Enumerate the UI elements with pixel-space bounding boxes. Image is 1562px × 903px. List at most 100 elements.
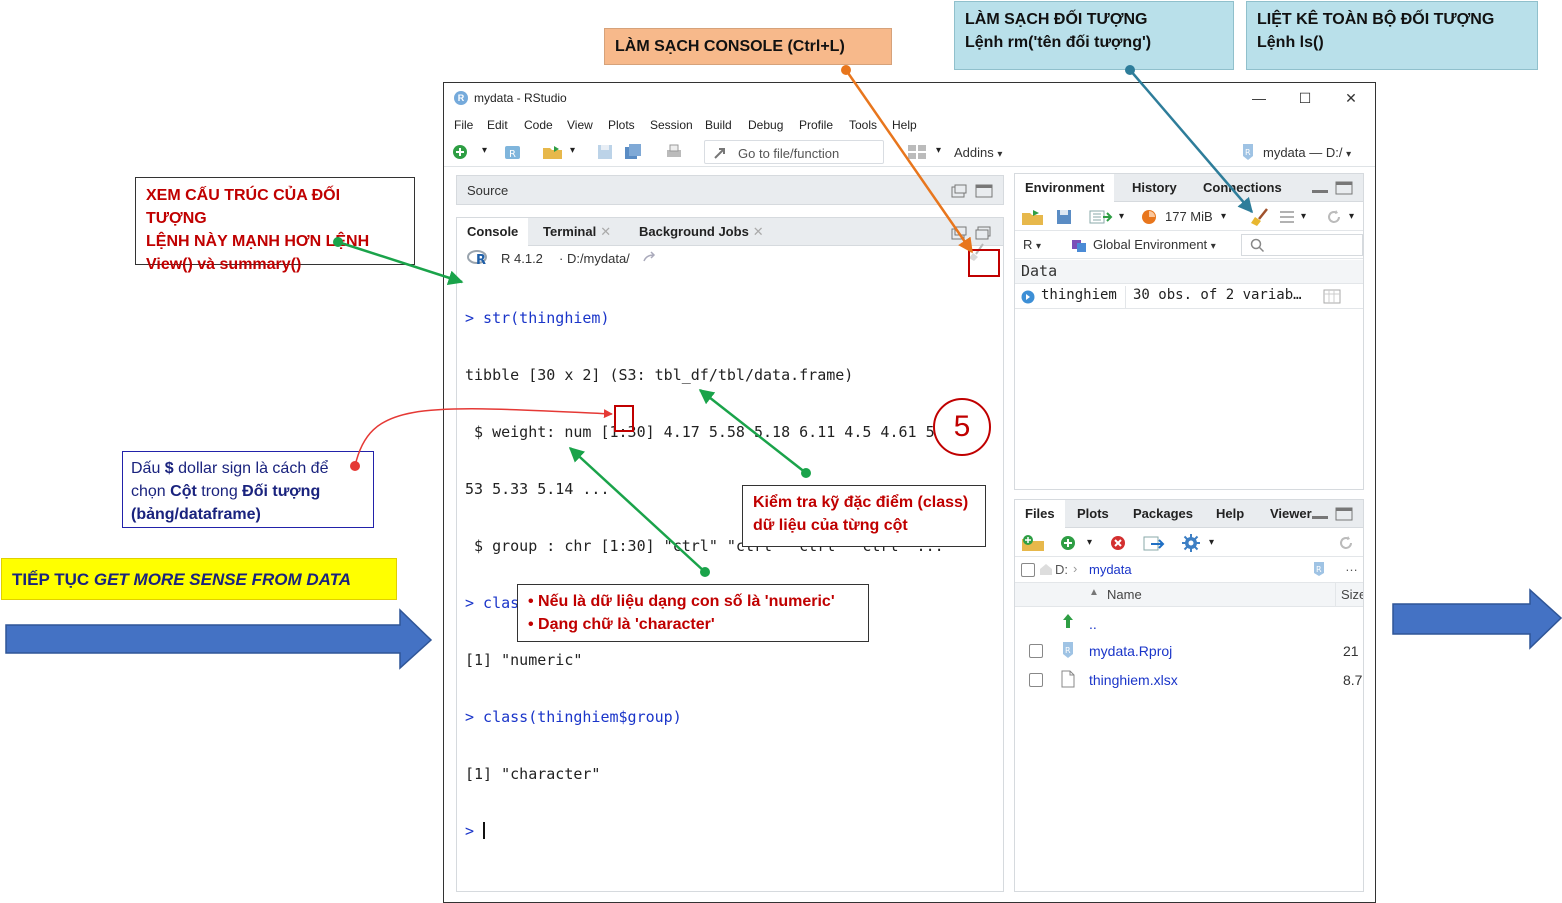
maximize-button[interactable]: ☐ — [1298, 90, 1312, 106]
file-row[interactable]: R mydata.Rproj 21 — [1015, 637, 1363, 666]
more-options-icon[interactable]: … — [1345, 559, 1358, 574]
delete-file-icon[interactable] — [1109, 534, 1127, 552]
go-to-file-input[interactable]: Go to file/function — [704, 140, 884, 164]
tab-packages[interactable]: Packages — [1133, 506, 1193, 521]
menu-view[interactable]: View — [567, 118, 593, 132]
chevron-down-icon[interactable]: ▾ — [1119, 211, 1125, 222]
column-size[interactable]: Size — [1341, 587, 1363, 602]
tab-terminal[interactable]: Terminal✕ — [533, 218, 621, 246]
tab-plots[interactable]: Plots — [1077, 506, 1109, 521]
save-workspace-icon[interactable] — [1055, 208, 1073, 226]
tab-help[interactable]: Help — [1216, 506, 1245, 521]
environment-search-input[interactable] — [1241, 234, 1363, 256]
view-data-icon[interactable] — [1323, 289, 1341, 304]
file-name[interactable]: mydata.Rproj — [1089, 643, 1173, 659]
close-tab-icon[interactable]: ✕ — [752, 224, 764, 239]
global-environment-icon — [1072, 240, 1086, 252]
maximize-pane-icon[interactable] — [1335, 181, 1353, 195]
load-workspace-icon[interactable] — [1021, 208, 1045, 226]
minimize-pane-icon[interactable] — [1311, 510, 1329, 520]
workspace-panes-icon[interactable] — [907, 143, 927, 161]
file-row[interactable]: thinghiem.xlsx 8.7 — [1015, 666, 1363, 695]
chevron-down-icon[interactable]: ▾ — [1301, 211, 1307, 222]
list-view-icon[interactable] — [1279, 211, 1295, 223]
tab-history[interactable]: History — [1132, 180, 1177, 195]
tab-console[interactable]: Console — [457, 218, 529, 246]
addins-menu[interactable]: Addins ▾ — [954, 145, 1002, 160]
menu-tools[interactable]: Tools — [849, 118, 878, 132]
new-file-icon[interactable] — [452, 143, 470, 161]
chevron-down-icon[interactable]: ▾ — [1221, 211, 1227, 222]
memory-usage-icon — [1142, 210, 1156, 224]
breadcrumb-root[interactable]: D: — [1055, 562, 1068, 577]
files-tab-bar: Files Plots Packages Help Viewer — [1015, 500, 1363, 528]
close-tab-icon[interactable]: ✕ — [600, 224, 612, 239]
menu-profile[interactable]: Profile — [799, 118, 834, 132]
chevron-down-icon[interactable]: ▾ — [1087, 537, 1093, 548]
minimize-pane-icon[interactable] — [951, 226, 967, 240]
file-checkbox[interactable] — [1029, 673, 1043, 687]
maximize-pane-icon[interactable] — [1335, 507, 1353, 521]
chevron-down-icon[interactable]: ▾ — [936, 145, 942, 156]
menu-plots[interactable]: Plots — [608, 118, 635, 132]
tab-connections[interactable]: Connections — [1203, 180, 1282, 195]
minimize-pane-icon[interactable] — [951, 184, 967, 198]
tab-viewer[interactable]: Viewer — [1270, 506, 1312, 521]
new-project-icon[interactable]: R — [504, 143, 522, 161]
memory-usage[interactable]: 177 MiB — [1165, 209, 1213, 224]
save-all-icon[interactable] — [624, 143, 642, 161]
menu-edit[interactable]: Edit — [487, 118, 508, 132]
source-tab[interactable]: Source — [467, 183, 509, 198]
menu-build[interactable]: Build — [705, 118, 732, 132]
annotation-line: XEM CẤU TRÚC CỦA ĐỐI TƯỢNG — [146, 187, 341, 227]
more-gear-icon[interactable] — [1181, 533, 1201, 553]
save-icon[interactable] — [596, 143, 614, 161]
parent-directory-link[interactable]: .. — [1089, 616, 1097, 632]
clear-workspace-broom-icon[interactable] — [1249, 207, 1271, 227]
tab-environment[interactable]: Environment — [1015, 174, 1115, 202]
tab-background-jobs[interactable]: Background Jobs✕ — [629, 218, 774, 246]
expand-object-icon[interactable] — [1021, 290, 1035, 304]
close-button[interactable]: ✕ — [1345, 90, 1357, 106]
environment-scope-selector[interactable]: Global Environment ▾ — [1093, 237, 1216, 252]
menu-help[interactable]: Help — [892, 118, 917, 132]
menu-file[interactable]: File — [454, 118, 474, 132]
menu-debug[interactable]: Debug — [748, 118, 784, 132]
console-output[interactable]: > str(thinghiem) tibble [30 x 2] (S3: tb… — [465, 271, 1001, 879]
language-selector[interactable]: R ▾ — [1023, 237, 1041, 252]
new-blank-file-icon[interactable] — [1059, 534, 1077, 552]
print-icon[interactable] — [665, 143, 683, 161]
file-row-parent[interactable]: .. — [1015, 608, 1363, 637]
environment-object-row[interactable]: thinghiem 30 obs. of 2 variab… — [1015, 285, 1363, 309]
open-folder-icon[interactable] — [542, 143, 564, 161]
console-line: $ weight: num [1:30] 4.17 5.58 5.18 6.11… — [465, 423, 989, 441]
chevron-down-icon[interactable]: ▾ — [1349, 211, 1355, 222]
menu-session[interactable]: Session — [650, 118, 693, 132]
sort-ascending-icon[interactable]: ▲ — [1089, 587, 1099, 598]
refresh-icon[interactable] — [1337, 534, 1355, 552]
maximize-pane-icon[interactable] — [975, 184, 993, 198]
minimize-pane-icon[interactable] — [1311, 184, 1329, 194]
select-all-checkbox[interactable] — [1021, 563, 1035, 577]
rename-file-icon[interactable] — [1143, 534, 1165, 552]
home-icon[interactable] — [1039, 562, 1053, 576]
go-to-directory-icon[interactable] — [643, 251, 657, 263]
file-checkbox[interactable] — [1029, 644, 1043, 658]
column-name[interactable]: Name — [1107, 587, 1142, 602]
minimize-button[interactable]: — — [1252, 90, 1266, 106]
chevron-down-icon[interactable]: ▾ — [1209, 537, 1215, 548]
menu-code[interactable]: Code — [524, 118, 553, 132]
new-folder-icon[interactable] — [1021, 534, 1045, 552]
import-dataset-icon[interactable] — [1089, 208, 1113, 226]
refresh-icon[interactable] — [1325, 208, 1343, 226]
console-prompt[interactable]: > — [465, 822, 1001, 841]
restore-pane-icon[interactable] — [975, 226, 991, 240]
svg-text:R: R — [1316, 565, 1322, 574]
file-name[interactable]: thinghiem.xlsx — [1089, 672, 1178, 688]
breadcrumb-folder[interactable]: mydata — [1089, 562, 1132, 577]
chevron-down-icon[interactable]: ▾ — [570, 145, 576, 156]
chevron-down-icon[interactable]: ▾ — [482, 145, 488, 156]
project-file-icon[interactable]: R — [1311, 561, 1327, 577]
project-menu[interactable]: mydata — D:/ ▾ — [1263, 145, 1351, 160]
tab-files[interactable]: Files — [1015, 500, 1065, 528]
